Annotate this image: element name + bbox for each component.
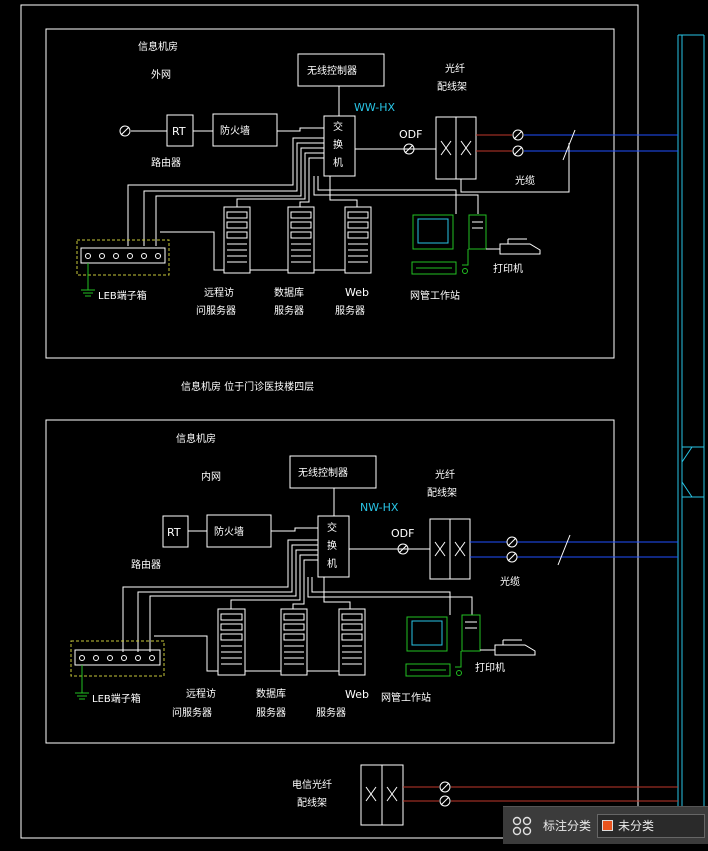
ground-icon (81, 263, 95, 297)
server-db-label-1: 数据库 (256, 687, 286, 700)
annotation-toolbar: 标注分类 未分类 (503, 806, 708, 844)
leb-terminal-strip (80, 247, 166, 264)
server-remote-icon (223, 206, 251, 274)
fiber-cable-label: 光缆 (500, 575, 520, 588)
room-title: 信息机房 (176, 432, 216, 445)
odf-connector-icon (403, 143, 415, 155)
odf-label: ODF (391, 527, 414, 540)
server-remote-label-1: 远程访 (186, 688, 216, 700)
telecom-patch-label-1: 电信光纤 (292, 778, 332, 791)
firewall-label: 防火墙 (220, 124, 250, 137)
telecom-patch-label-2: 配线架 (297, 796, 327, 809)
category-color-swatch (602, 820, 614, 831)
odf-label: ODF (399, 128, 422, 141)
server-db-label-2: 服务器 (274, 304, 304, 317)
printer-label: 打印机 (493, 262, 523, 275)
wireless-controller-box (289, 455, 377, 489)
leb-box-dashed (76, 239, 170, 276)
firewall-box (212, 113, 278, 147)
switch-char-1: 交 (327, 521, 337, 534)
server-web-label-1: Web (345, 286, 369, 299)
workstation-icon (411, 214, 487, 275)
wireless-controller-label: 无线控制器 (307, 64, 357, 77)
switch-char-2: 换 (327, 539, 337, 552)
ground-icon (75, 665, 89, 700)
room-title: 信息机房 (138, 40, 178, 53)
leb-terminal-strip (74, 649, 161, 666)
router-box-label: RT (172, 125, 186, 138)
category-select[interactable]: 未分类 (597, 813, 706, 838)
server-web-label-2: 服务器 (335, 304, 365, 317)
switch-char-2: 换 (333, 138, 343, 151)
right-bus-lines (677, 34, 705, 806)
fiber-cable-label: 光缆 (515, 174, 535, 187)
printer-label: 打印机 (475, 661, 505, 674)
server-remote-icon (217, 608, 246, 676)
leb-label: LEB端子箱 (92, 692, 141, 705)
server-remote-label-1: 远程访 (204, 287, 234, 299)
inner-network-room: 信息机房 内网 无线控制器 NW-HX 交 换 机 RT 防火墙 路由器 ODF… (45, 419, 678, 744)
server-db-label-1: 数据库 (274, 286, 304, 299)
room-subtitle: 内网 (201, 470, 221, 483)
fiber-patch-label: 光纤配线架 (437, 62, 467, 93)
room-frame (45, 28, 615, 359)
switch-box (317, 515, 350, 578)
switch-char-3: 机 (327, 557, 337, 570)
switch-char-3: 机 (333, 156, 343, 169)
switch-code-label: NW-HX (360, 501, 399, 514)
server-db-label-2: 服务器 (256, 706, 286, 719)
server-web-icon (344, 206, 372, 274)
server-web-icon (338, 608, 366, 676)
room-frame (45, 419, 615, 744)
outer-frame (20, 4, 639, 839)
odf-connector-icon (397, 543, 409, 555)
firewall-label: 防火墙 (214, 525, 244, 538)
switch-code-label: WW-HX (354, 101, 396, 114)
category-select-value: 未分类 (618, 819, 655, 833)
server-remote-label-2: 问服务器 (196, 304, 236, 317)
outer-network-room: 信息机房 外网 无线控制器 WW-HX 交 换 机 RT 防火墙 路由器 ODF… (45, 28, 678, 359)
telecom-fiber-patch: 电信光纤 配线架 (292, 764, 678, 826)
workstation-label: 网管工作站 (381, 691, 431, 704)
wireless-controller-box (297, 53, 385, 87)
workstation-icon (405, 614, 481, 677)
wireless-controller-label: 无线控制器 (298, 466, 348, 479)
server-web-label-2: 服务器 (316, 706, 346, 719)
server-db-icon (280, 608, 308, 676)
annotation-category-icon[interactable] (507, 811, 537, 841)
router-box-label: RT (167, 526, 181, 539)
middle-caption: 信息机房 位于门诊医技楼四层 (181, 380, 314, 393)
annotation-category-label: 标注分类 (543, 819, 592, 833)
antenna-icon (119, 125, 131, 137)
fiber-patch-label: 光纤配线架 (427, 468, 457, 499)
printer-icon (480, 639, 536, 656)
leb-label: LEB端子箱 (98, 289, 147, 302)
workstation-label: 网管工作站 (410, 289, 460, 302)
server-db-icon (287, 206, 315, 274)
leb-box-dashed (70, 640, 165, 677)
switch-char-1: 交 (333, 120, 343, 133)
server-web-label-1: Web (345, 688, 369, 701)
switch-box (323, 115, 356, 177)
server-remote-label-2: 问服务器 (172, 706, 212, 719)
router-label: 路由器 (131, 558, 161, 571)
room-subtitle: 外网 (151, 69, 171, 81)
router-label: 路由器 (151, 156, 181, 169)
printer-icon (486, 238, 541, 255)
